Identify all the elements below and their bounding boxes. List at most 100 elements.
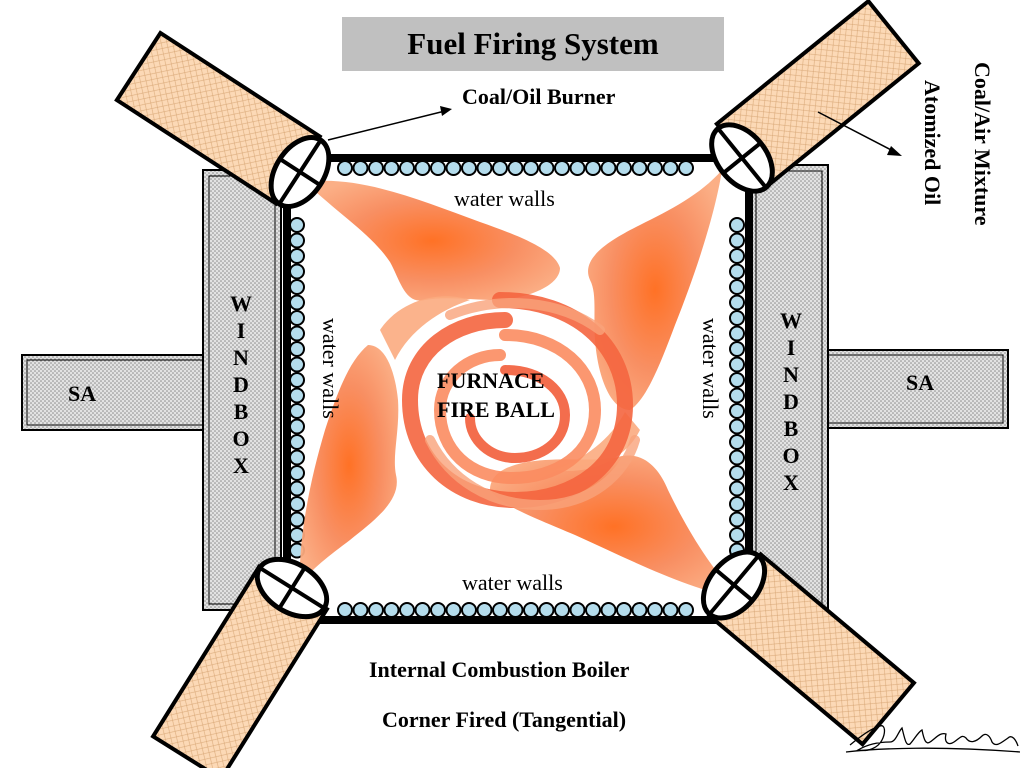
water-tube [414,160,431,176]
water-tube [729,341,745,357]
windbox-right-letter: X [783,470,799,495]
water-tube [289,465,305,481]
caption-firing-method: Corner Fired (Tangential) [382,707,627,732]
water-tube [523,160,539,176]
water-tube [616,602,632,618]
water-tube [662,602,679,618]
flame-top [305,180,560,301]
water-wall-tubes [289,160,745,618]
water-tube [569,602,586,618]
water-tube [729,263,745,280]
water-tube [662,160,679,176]
signature-scribble [845,725,1021,753]
caption-boiler-type: Internal Combustion Boiler [369,657,630,682]
water-walls-top-label: water walls [454,186,555,211]
water-tube [445,160,462,176]
water-tube [289,248,305,264]
water-tube [414,602,431,618]
water-tube [289,217,305,233]
mixture-label: Coal/Air Mixture [970,62,995,226]
water-tube [289,310,305,326]
sa-duct-left [21,354,213,431]
nozzle-top-right [709,122,775,194]
water-tube [585,160,601,176]
water-tube [600,160,617,176]
water-tube [729,356,745,373]
nozzle-bottom-right [700,549,768,621]
flames [299,170,738,598]
windbox-left [202,169,282,611]
windbox-right-letter: B [783,416,799,441]
water-tube [647,160,663,176]
water-tube [600,602,617,618]
furnace-label: FURNACE [437,368,545,393]
water-tube [729,294,745,311]
sa-right-label: SA [906,370,935,395]
windbox-left-letter: O [232,426,250,451]
water-tube [445,602,462,618]
water-tube [368,160,384,176]
water-tube [538,160,555,176]
arrow-burner-label [327,106,452,141]
water-tube [352,160,369,176]
water-tube [399,160,415,176]
water-tube [337,602,353,618]
water-tube [461,602,477,618]
windbox-left-letter: W [230,291,252,316]
water-tube [289,263,305,280]
water-tube [430,602,446,618]
water-tube [289,387,305,404]
water-tube [289,480,305,497]
water-tube [337,160,353,176]
water-tube [729,325,745,342]
water-tube [492,160,508,176]
water-tube [352,602,369,618]
water-tube [289,356,305,373]
water-tube [729,403,745,419]
water-tube [476,160,493,176]
water-tube [461,160,477,176]
water-tube [554,602,570,618]
title-text: Fuel Firing System [407,26,659,61]
water-tube [492,602,508,618]
water-tube [399,602,415,618]
windbox-right-letter: I [786,335,796,360]
windbox-left-letter: I [236,318,246,343]
water-tube [554,160,570,176]
windbox-right-label: W I N D B O X [780,307,802,496]
water-tube [430,160,446,176]
water-walls-left-label: water walls [318,318,343,419]
nozzle-bottom-left [254,556,330,620]
water-tube [368,602,384,618]
water-tube [729,387,745,404]
water-tube [383,602,400,618]
water-tube [523,602,539,618]
fire-ball-swirl [401,292,640,511]
burner-label: Coal/Oil Burner [462,84,616,109]
water-tube [569,160,586,176]
water-tube [647,602,663,618]
atomized-oil-label: Atomized Oil [920,80,945,206]
title-banner: Fuel Firing System [342,17,724,71]
water-tube [289,372,305,388]
water-tube [289,325,305,342]
water-tube [289,418,305,435]
flame-puff-1 [380,296,470,360]
windbox-left-letter: B [233,399,249,424]
flame-left [299,345,399,585]
water-tube [729,217,745,233]
water-tube [631,160,648,176]
water-tube [729,310,745,326]
windbox-right-letter: N [783,362,799,387]
water-tube [289,449,305,466]
water-tube [729,449,745,466]
water-tube [729,418,745,435]
water-tube [729,527,745,543]
windbox-right-letter: W [780,308,802,333]
water-tube [729,434,745,450]
water-tube [729,480,745,497]
windbox-right-letter: O [782,443,800,468]
windbox-left-label: W I N D B O X [230,290,252,479]
